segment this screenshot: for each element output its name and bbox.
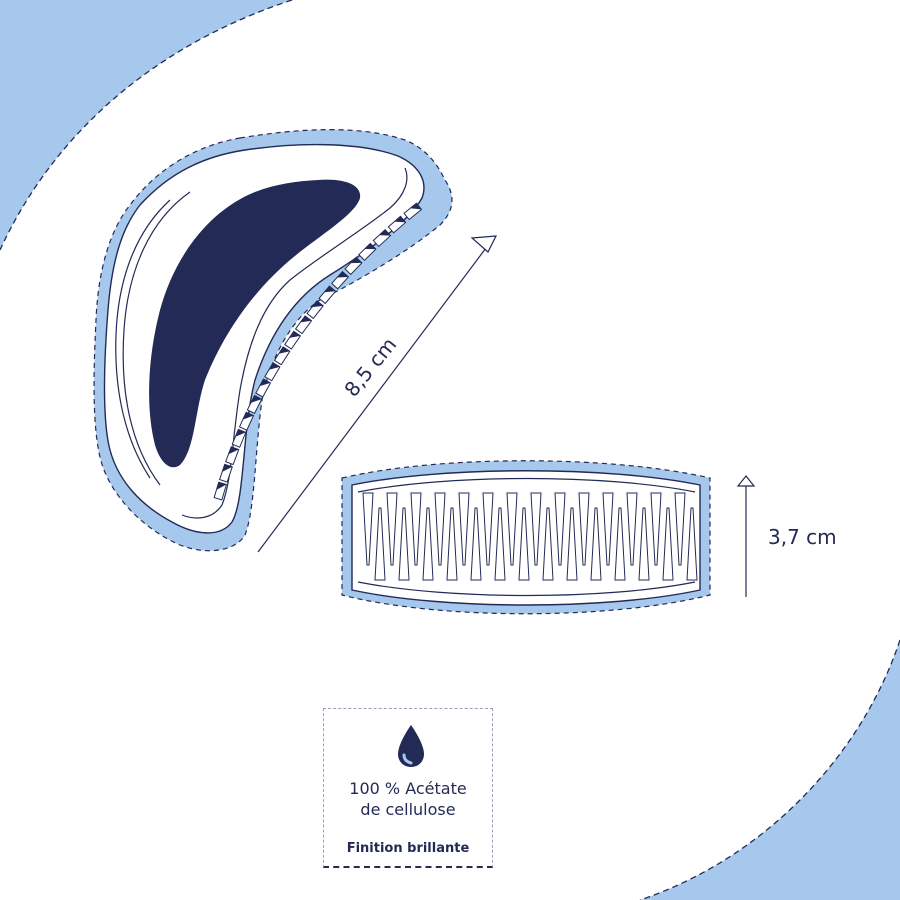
height-arrowhead-icon xyxy=(736,475,756,487)
top-left-swoosh-edge xyxy=(0,0,293,251)
clip-side-layer-1 xyxy=(122,191,191,486)
front-tooth xyxy=(674,492,686,566)
front-tooth xyxy=(686,507,698,581)
front-tooth xyxy=(410,492,422,566)
front-tooth xyxy=(554,492,566,566)
side-tooth-fill xyxy=(289,331,301,338)
front-tooth xyxy=(530,492,542,566)
side-tooth-fill xyxy=(259,379,271,387)
front-tooth xyxy=(446,507,458,581)
side-tooth-fill xyxy=(300,315,312,323)
front-tooth xyxy=(650,492,662,566)
side-tooth-fill xyxy=(311,300,324,308)
clip-front-bottom-rim xyxy=(357,581,696,597)
length-dimension xyxy=(257,235,498,553)
side-tooth xyxy=(231,428,247,448)
side-tooth-fill xyxy=(242,412,254,420)
front-tooth xyxy=(470,507,482,581)
top-left-swoosh xyxy=(0,0,292,250)
clip-side-navy-inlay xyxy=(149,179,361,468)
height-dimension xyxy=(736,475,756,597)
front-tooth xyxy=(374,507,386,581)
side-tooth-fill xyxy=(350,257,362,264)
side-tooth-fill xyxy=(379,229,391,236)
front-tooth xyxy=(602,492,614,566)
clip-front-top-rim xyxy=(357,477,696,493)
clip-side-view xyxy=(93,129,453,552)
clip-side-inner-rim xyxy=(181,167,408,519)
clip-side-layer-2 xyxy=(115,199,171,479)
front-tooth xyxy=(566,507,578,581)
front-tooth xyxy=(434,492,446,566)
side-tooth-fill xyxy=(268,362,280,370)
material-card: 100 % Acétate de cellulose Finition bril… xyxy=(323,708,493,868)
clip-front-view xyxy=(341,460,711,615)
bottom-right-swoosh xyxy=(640,640,900,900)
side-tooth-fill xyxy=(222,464,233,472)
side-tooth-fill xyxy=(410,203,422,210)
front-tooth xyxy=(578,492,590,566)
side-tooth-fill xyxy=(337,271,349,278)
front-tooth xyxy=(458,492,470,566)
height-label: 3,7 cm xyxy=(768,525,837,549)
side-tooth-fill xyxy=(324,286,336,293)
water-drop-icon xyxy=(398,725,424,767)
front-tooth xyxy=(422,507,434,581)
material-line-2: de cellulose xyxy=(360,800,456,819)
bottom-right-swoosh-edge xyxy=(639,639,900,900)
front-tooth xyxy=(362,492,374,566)
front-tooth xyxy=(494,507,506,581)
front-tooth xyxy=(590,507,602,581)
side-tooth-fill xyxy=(278,346,290,354)
clip-side-teeth xyxy=(213,202,423,501)
finish-label: Finition brillante xyxy=(346,841,470,856)
side-tooth-fill xyxy=(228,446,239,455)
front-tooth xyxy=(506,492,518,566)
side-tooth-fill xyxy=(364,243,376,250)
side-tooth-fill xyxy=(394,216,406,223)
material-line-1: 100 % Acétate xyxy=(349,779,467,798)
length-arrowhead-icon xyxy=(470,235,498,253)
side-tooth-fill xyxy=(250,395,262,403)
front-tooth xyxy=(542,507,554,581)
side-tooth-fill xyxy=(216,482,227,490)
side-tooth-fill xyxy=(235,429,246,437)
front-tooth xyxy=(518,507,530,581)
front-tooth xyxy=(398,507,410,581)
front-tooth xyxy=(482,492,494,566)
front-tooth xyxy=(626,492,638,566)
clip-front-teeth xyxy=(362,492,698,581)
side-tooth xyxy=(218,463,233,483)
front-tooth xyxy=(638,507,650,581)
front-tooth xyxy=(662,507,674,581)
length-dimension-line xyxy=(257,239,493,553)
front-tooth xyxy=(386,492,398,566)
front-tooth xyxy=(614,507,626,581)
